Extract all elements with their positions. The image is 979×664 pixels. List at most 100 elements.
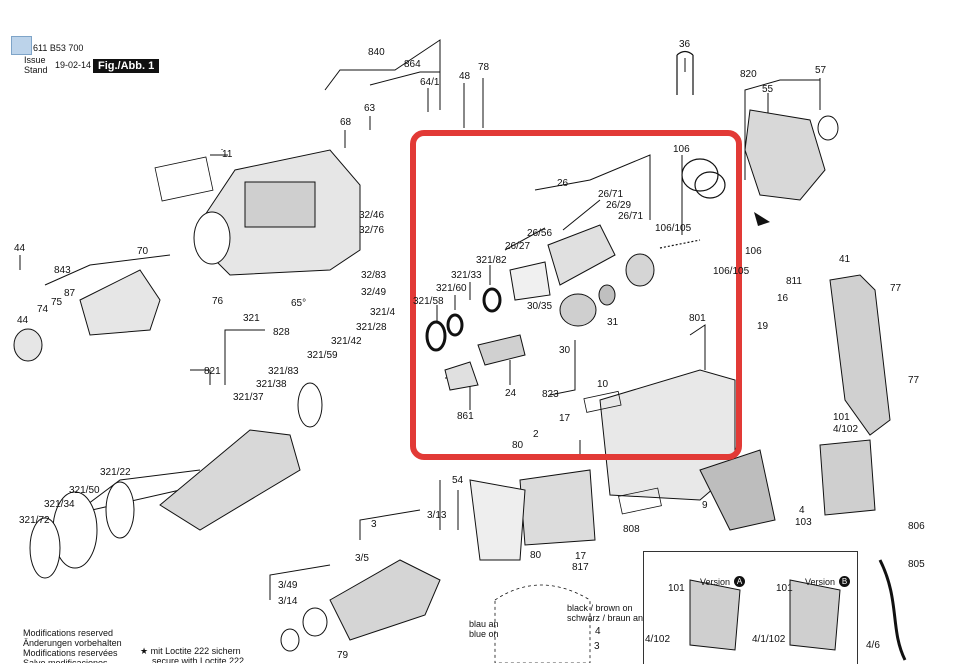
part-label: 3/5 [355,553,369,564]
part-label: 3 [371,519,377,530]
brush-holder [469,479,526,561]
part-label: 321/33 [451,270,482,281]
part-label: 87 [64,288,76,299]
part-label: 840 [368,47,385,58]
part-label: 54 [452,475,464,486]
switch-a [689,579,741,651]
figure-label: Fig./Abb. 1 [93,59,160,73]
part-label: 32/46 [359,210,385,221]
part-label: 80 [512,440,524,451]
leader-26-27 [504,227,546,251]
part-label: 321/22 [100,467,131,478]
part-label: 32/49 [361,287,387,298]
part-label: 17 [559,413,571,424]
stand-label: Stand [24,65,48,75]
spindle-tube [159,429,301,531]
doc-number: 611 B53 700 [33,43,84,53]
o-ring-321-82 [482,287,502,313]
part-label: 24 [505,388,517,399]
part-label: 64/1 [420,77,440,88]
part-label: 30/35 [527,301,553,312]
leader-3 [359,509,421,540]
footer-mod-fr: Modifications reservées [23,648,118,658]
part-label: 65° [291,298,307,309]
part-label: 801 [689,313,706,324]
part-label: 70 [137,246,149,257]
part-label: 26/29 [606,200,632,211]
part-label: 4/102 [833,424,859,435]
wiring-note-blue-de: blau an [469,619,499,629]
highlight-region [410,130,742,460]
part-label: 55 [762,84,774,95]
part-label: 321/59 [307,350,338,361]
part-label: 805 [908,559,925,570]
part-label: 106/105 [655,223,692,234]
part-label: 11 [222,149,233,160]
part-label: 817 [572,562,589,573]
part-label: 80 [530,550,542,561]
part-label: 106 [673,144,690,155]
part-label: 321 [243,313,260,324]
part-label: 811 [786,276,802,287]
o-ring-large [425,320,447,352]
leader-26-56 [562,199,601,231]
part-label: 861 [457,411,474,422]
part-label: 41 [839,254,851,265]
rear-cover [744,109,826,201]
part-label: 36 [679,39,691,50]
part-label: 26/71 [598,189,624,200]
part-label: 26 [557,178,569,189]
part-label: 806 [908,521,925,532]
part-label: 44 [17,315,29,326]
piston [509,261,551,301]
part-label: 4 [595,626,601,637]
intermediate-shaft [477,334,526,366]
armature-end-bearing [280,628,300,652]
part-label: 26/56 [527,228,553,239]
part-label: 103 [795,517,812,528]
part-label: 321/28 [356,322,387,333]
part-label: 77 [908,375,920,386]
issue-date: 19-02-14 [55,60,92,70]
shift-fork [444,361,479,391]
armature [329,559,441,641]
part-label: 864 [404,59,421,70]
spindle-gear [105,481,135,539]
chuck-nut [13,328,43,362]
part-label: 321/37 [233,392,264,403]
part-label: 808 [623,524,640,535]
wiring-version-box [643,551,858,664]
mains-cable [878,559,907,661]
stator [519,469,596,546]
footer-loctite-de: ★ mit Loctite 222 sichern [140,646,241,656]
rear-seal [817,115,839,141]
version-b-label: Version [805,577,836,587]
label-plate-11 [154,156,214,202]
footer-mod-de: Änderungen vorbehalten [23,638,122,648]
part-label: 10 [597,379,609,390]
version-a-badge: A [734,576,745,587]
leader-843 [44,254,171,286]
part-label: 19 [757,321,769,332]
clip-36 [676,50,694,95]
wiring-outline [494,584,591,663]
arrow-marker [754,212,770,226]
part-label: 106 [745,246,762,257]
handle-grip [699,449,776,531]
o-ring-small [446,313,464,337]
part-label: 63 [364,103,376,114]
spindle-washer [29,517,61,579]
side-handle [829,274,891,436]
wiring-note-black-en: black / brown on [567,603,633,613]
part-label: 26/71 [618,211,644,222]
clutch-gear [625,253,655,287]
part-label: 321/34 [44,499,75,510]
part-label: 321/38 [256,379,287,390]
part-label: 4/1/102 [752,634,786,645]
footer-loctite-en: secure with Loctite 222 [152,656,245,663]
chuck-sleeve [79,269,161,336]
part-label: 74 [37,304,49,315]
part-label: 4 [799,505,805,516]
part-label: 101 [833,412,850,423]
part-label: 843 [54,265,71,276]
